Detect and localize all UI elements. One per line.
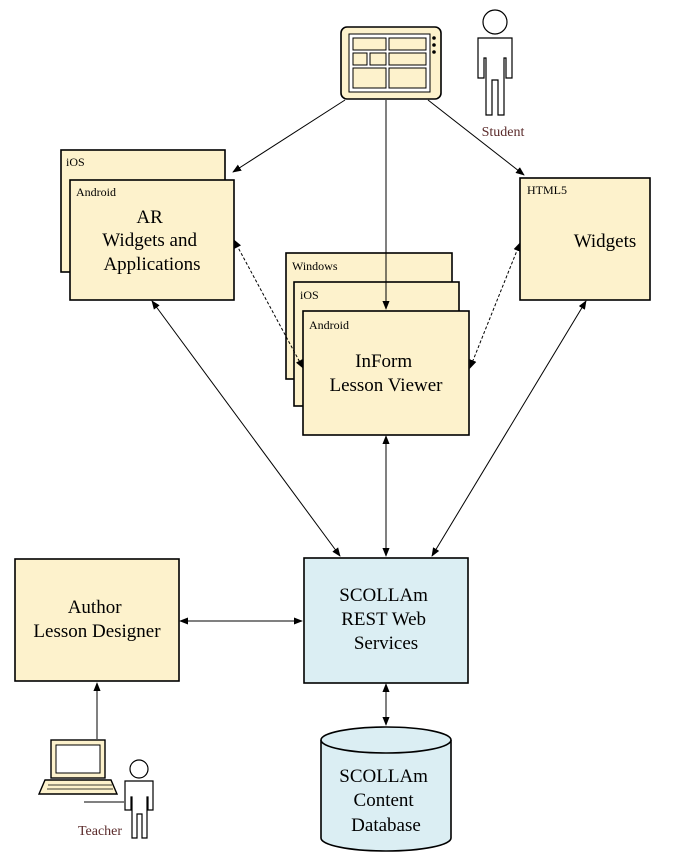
services-title: SCOLLAm REST Web Services <box>339 585 432 654</box>
teacher-label: Teacher <box>78 824 122 839</box>
author-title-line-1: Author <box>68 597 123 618</box>
student-label: Student <box>482 125 525 140</box>
ar-front-platform-label: Android <box>76 185 116 199</box>
ar-stack: iOS Android AR Widgets and Applications <box>60 149 235 301</box>
tablet-icon <box>340 26 442 100</box>
inform-middle-platform-label: iOS <box>300 288 319 302</box>
arrow-widgets-services <box>431 300 587 557</box>
ar-title-line-3: Applications <box>103 254 200 275</box>
database-title-line-2: Content <box>354 790 415 811</box>
database-title-line-3: Database <box>351 815 421 836</box>
arrow-tablet-to-ar <box>232 99 346 173</box>
ar-title: AR Widgets and Applications <box>102 207 202 275</box>
inform-title-line-1: InForm <box>355 351 412 372</box>
student-icon <box>477 9 513 116</box>
widgets-platform-label: HTML5 <box>527 183 567 197</box>
widgets-box: HTML5 Widgets <box>519 177 651 301</box>
services-box: SCOLLAm REST Web Services <box>303 557 469 684</box>
inform-title: InForm Lesson Viewer <box>329 351 443 396</box>
database-cylinder: SCOLLAm Content Database <box>320 726 452 852</box>
services-title-line-3: Services <box>354 633 418 654</box>
inform-title-line-2: Lesson Viewer <box>329 375 443 396</box>
services-title-line-2: REST Web <box>341 609 426 630</box>
ar-back-platform-label: iOS <box>66 155 85 169</box>
inform-stack: Windows iOS Android InForm Lesson Viewer <box>285 252 470 436</box>
database-title-line-1: SCOLLAm <box>339 766 428 787</box>
author-title-line-2: Lesson Designer <box>33 621 161 642</box>
arrow-ar-services <box>151 300 341 557</box>
author-title: Author Lesson Designer <box>33 597 161 642</box>
widgets-title: Widgets <box>574 231 637 252</box>
ar-title-line-1: AR <box>136 207 163 228</box>
services-title-line-1: SCOLLAm <box>339 585 428 606</box>
dashed-arrow-widgets-inform <box>469 242 521 369</box>
laptop-icon <box>37 739 124 803</box>
arrow-tablet-to-widgets <box>427 99 525 176</box>
teacher-icon <box>124 759 154 839</box>
ar-title-line-2: Widgets and <box>102 230 197 251</box>
database-title: SCOLLAm Content Database <box>339 766 432 836</box>
author-box: Author Lesson Designer <box>14 558 180 682</box>
inform-back-platform-label: Windows <box>292 259 338 273</box>
inform-front-platform-label: Android <box>309 318 349 332</box>
